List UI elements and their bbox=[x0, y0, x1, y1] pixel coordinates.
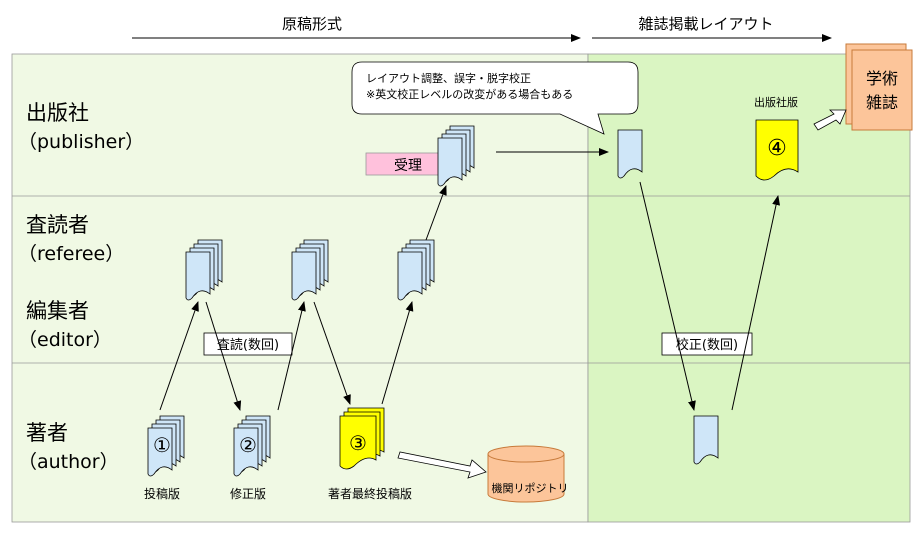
badge-2: ② bbox=[239, 433, 257, 457]
lane-author-en: （author） bbox=[18, 451, 119, 473]
repository-cylinder bbox=[487, 445, 565, 503]
proof-label: 校正(数回) bbox=[676, 337, 738, 353]
final-version-label: 著者最終投稿版 bbox=[328, 486, 412, 501]
revised-version-label: 修正版 bbox=[230, 486, 266, 501]
accept-label: 受理 bbox=[394, 158, 422, 174]
review-label: 査読(数回) bbox=[217, 337, 279, 353]
lane-referee-name: 査読者 bbox=[26, 213, 89, 237]
proof-label-box bbox=[661, 332, 753, 356]
lane-editor-en: （editor） bbox=[18, 329, 112, 351]
lane-publisher-en: （publisher） bbox=[18, 131, 144, 153]
flow-arrows bbox=[159, 148, 781, 411]
publisher-version-label: 出版社版 bbox=[754, 95, 798, 109]
callout-bubble bbox=[351, 61, 639, 135]
journal-line1: 学術 bbox=[866, 69, 898, 88]
publisher-version-document bbox=[755, 119, 799, 181]
callout-line1: レイアウト調整、誤字・脱字校正 bbox=[366, 71, 531, 85]
journal-line2: 雑誌 bbox=[866, 93, 898, 112]
submitted-version-label: 投稿版 bbox=[144, 486, 180, 501]
callout-line2: ※英文校正レベルの改変がある場合もある bbox=[366, 87, 573, 101]
header-journal-layout: 雑誌掲載レイアウト bbox=[638, 15, 773, 33]
review-label-box bbox=[203, 332, 293, 356]
badge-4: ④ bbox=[767, 136, 787, 161]
to-journal-arrow bbox=[813, 109, 847, 131]
header-manuscript-format: 原稿形式 bbox=[282, 15, 342, 33]
badge-3: ③ bbox=[349, 431, 367, 455]
lane-editor-name: 編集者 bbox=[26, 299, 89, 323]
journal-box bbox=[851, 49, 913, 131]
to-repository-arrow bbox=[397, 451, 487, 479]
lane-referee-en: （referee） bbox=[18, 243, 124, 265]
badge-1: ① bbox=[153, 433, 171, 457]
lane-publisher-name: 出版社 bbox=[26, 101, 89, 125]
lane-author-name: 著者 bbox=[26, 421, 68, 445]
repository-label: 機関リポジトリ bbox=[492, 481, 569, 495]
final-document-stack bbox=[339, 407, 385, 470]
